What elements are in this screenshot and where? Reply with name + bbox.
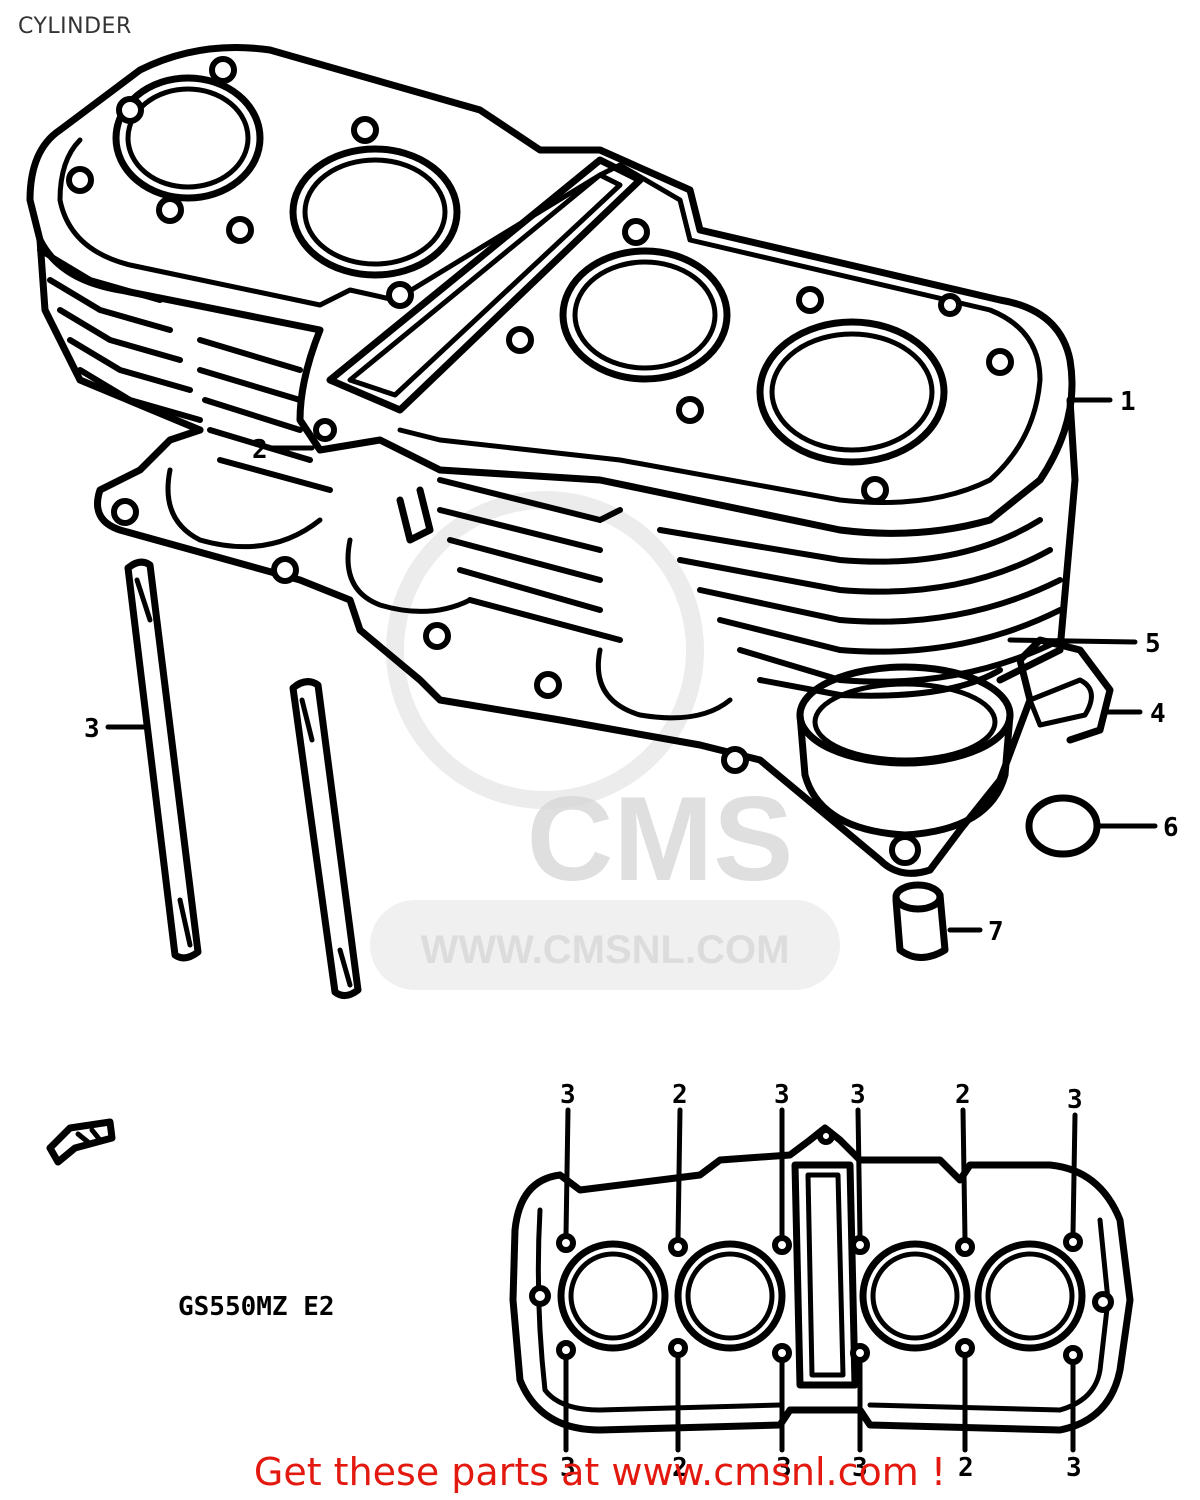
page-title: CYLINDER (18, 14, 132, 39)
cylinder-liner (796, 663, 1014, 839)
watermark-logo: CMS (527, 772, 794, 906)
stud-bolt-long (124, 558, 202, 962)
front-arrow-icon (46, 1118, 116, 1166)
callout-5: 5 (1145, 629, 1161, 659)
tightening-order-diagram: 3 2 3 3 2 3 3 2 3 3 2 3 (509, 1080, 1134, 1483)
order-bottom-4: 3 (852, 1453, 868, 1483)
model-label: GS550MZ E2 (178, 1292, 335, 1322)
order-top-4: 3 (850, 1080, 866, 1110)
callout-7: 7 (988, 917, 1004, 947)
callout-6: 6 (1163, 813, 1179, 843)
watermark-url: WWW.CMSNL.COM (421, 928, 790, 972)
order-bottom-3: 3 (776, 1453, 792, 1483)
cylinder-block (26, 44, 1079, 699)
o-ring (1025, 794, 1101, 858)
callout-3: 3 (84, 714, 100, 744)
dowel-pin (892, 881, 949, 961)
order-top-1: 3 (560, 1080, 576, 1110)
stud-bolt-short (289, 678, 362, 999)
order-top-5: 2 (955, 1080, 971, 1110)
callout-4: 4 (1150, 699, 1166, 729)
order-bottom-1: 3 (560, 1453, 576, 1483)
order-bottom-6: 3 (1066, 1453, 1082, 1483)
callout-1: 1 (1120, 387, 1136, 417)
order-top-3: 3 (774, 1080, 790, 1110)
callout-numbers: 1 2 3 5 4 6 7 (84, 387, 1179, 947)
base-gasket (94, 426, 1114, 877)
order-top-2: 2 (672, 1080, 688, 1110)
callout-2: 2 (252, 435, 268, 465)
order-bottom-5: 2 (958, 1453, 974, 1483)
order-top-6: 3 (1067, 1085, 1083, 1115)
leader-lines (105, 397, 1158, 933)
order-bottom-2: 2 (672, 1453, 688, 1483)
promo-link[interactable]: Get these parts at www.cmsnl.com ! (253, 1450, 947, 1494)
cms-watermark: CMS WWW.CMSNL.COM (370, 491, 840, 990)
